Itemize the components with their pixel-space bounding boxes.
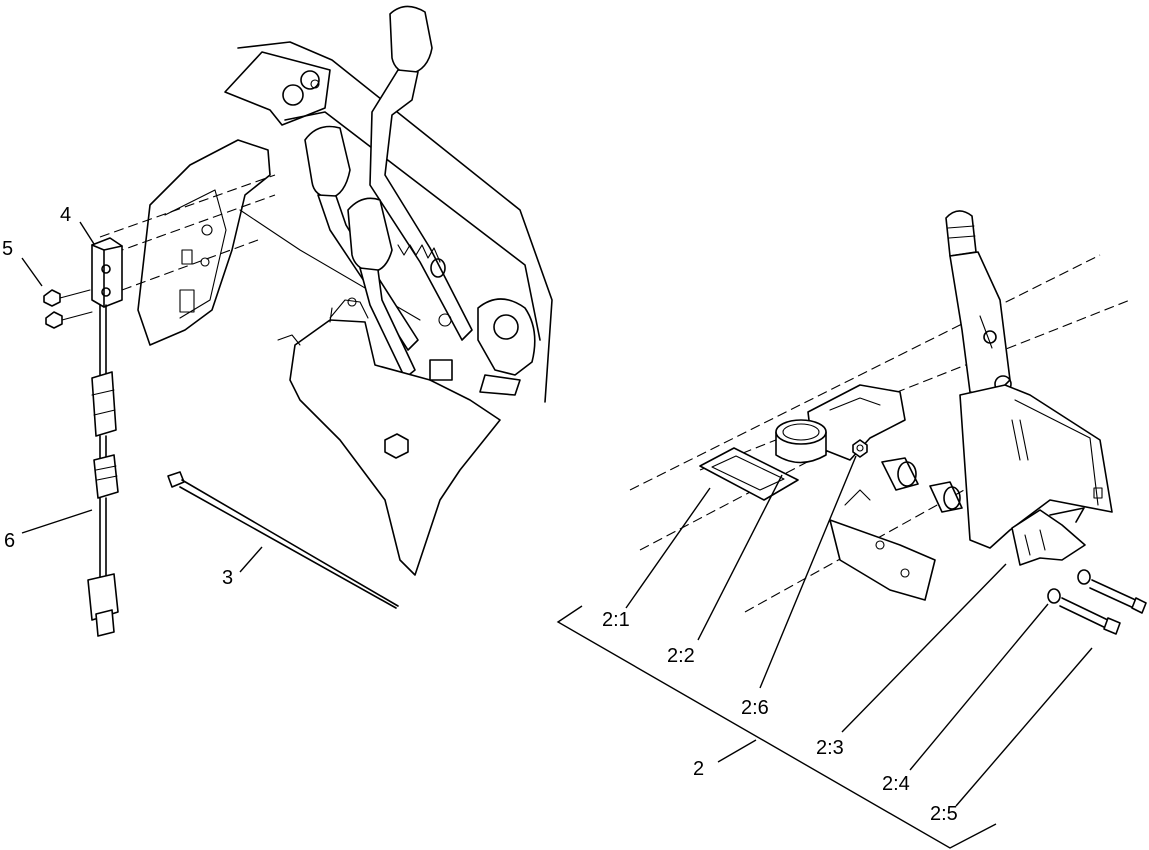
washers xyxy=(1047,569,1091,604)
leader-2-2 xyxy=(697,474,783,641)
leader-6 xyxy=(21,509,93,534)
leader-2-6 xyxy=(759,455,857,689)
nut xyxy=(852,439,868,458)
callout-2: 2 xyxy=(693,758,704,780)
screws xyxy=(43,289,93,329)
callout-5: 5 xyxy=(2,238,13,260)
leader-2-3 xyxy=(841,563,1007,733)
group-bracket xyxy=(556,605,997,849)
cable-tie xyxy=(167,471,399,609)
callout-2-4: 2:4 xyxy=(882,773,910,795)
callout-6: 6 xyxy=(4,530,15,552)
callout-2-6: 2:6 xyxy=(741,697,769,719)
callout-2-1: 2:1 xyxy=(602,609,630,631)
leader-5 xyxy=(21,257,43,287)
wire-harness xyxy=(87,304,119,637)
frame-assembly xyxy=(629,210,1131,613)
leader-2-5 xyxy=(955,647,1093,807)
callout-2-5: 2:5 xyxy=(930,803,958,825)
boot xyxy=(775,419,827,464)
alignment-line-upper xyxy=(99,174,276,238)
alignment-line-lower xyxy=(99,194,276,259)
leader-2 xyxy=(717,739,757,763)
lever-housing-assembly xyxy=(137,5,553,576)
callout-4: 4 xyxy=(60,204,71,226)
callout-2-3: 2:3 xyxy=(816,737,844,759)
leader-2-4 xyxy=(909,603,1049,771)
leader-2-1 xyxy=(625,487,711,609)
callout-3: 3 xyxy=(222,567,233,589)
callout-2-2: 2:2 xyxy=(667,645,695,667)
long-screws xyxy=(1059,579,1147,635)
leader-4 xyxy=(79,221,95,245)
leader-3 xyxy=(239,546,263,573)
alignment-line-bottom xyxy=(121,239,259,291)
switch-block xyxy=(91,237,123,308)
